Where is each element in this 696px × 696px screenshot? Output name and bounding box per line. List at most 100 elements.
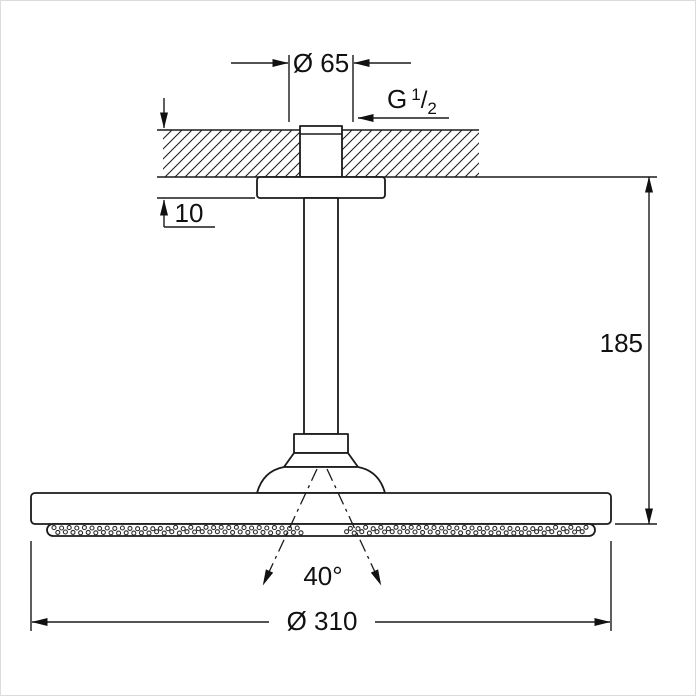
nozzle-dot [385,526,391,532]
nozzle-dot [404,529,410,535]
head-diameter-label: Ø 310 [287,606,358,636]
nozzle-dot [389,529,395,535]
nozzle-dot [127,525,133,531]
nozzle-dot [560,526,566,532]
nozzle-dot [461,525,467,531]
nozzle-dot [207,529,213,535]
nozzle-dot [522,525,528,531]
nozzle-dot [70,529,76,535]
nozzle-dot [507,525,513,531]
connector-flare [283,452,359,468]
nozzle-dot [211,525,217,531]
nozzle-dot [116,530,122,536]
nozzle-dot [503,530,509,536]
spray-angle-line-right [326,468,382,586]
nozzle-dot [78,530,84,536]
nozzle-dot [55,529,61,535]
nozzle-dot [51,525,57,531]
nozzle-dot [469,525,475,531]
nozzle-dot [188,524,194,530]
nozzle-dot [218,524,224,530]
nozzle-dot [108,530,114,536]
nozzle-dot [59,525,65,531]
nozzle-dot [222,529,228,535]
nozzle-dot [431,525,437,531]
nozzle-dot [397,529,403,535]
nozzle-dot [393,524,399,530]
nozzle-dot [442,529,448,535]
nozzle-dot [112,525,118,531]
nozzle-dot [131,530,137,536]
dimension-install-height: 185 [600,176,657,525]
nozzle-dot [344,529,350,535]
nozzle-dot [401,525,407,531]
nozzle-dot [138,530,144,536]
nozzle-dot [515,526,521,532]
nozzle-dot [290,529,296,535]
nozzle-dot [526,530,532,536]
nozzle-dot [583,524,589,530]
nozzle-dot [572,529,578,535]
nozzle-dot [446,525,452,531]
nozzle-dot [135,526,141,532]
nozzle-dot [150,526,156,532]
nozzle-dot [499,525,505,531]
nozzle-dot [233,524,239,530]
nozzle-dot [252,529,258,535]
nozzle-dot [408,524,414,530]
nozzle-dot [119,525,125,531]
escutcheon [256,176,386,199]
nozzle-dot [100,529,106,535]
nozzle-dot [249,525,255,531]
nozzle-dot [439,525,445,531]
nozzle-dot [480,529,486,535]
nozzle-dot [378,524,384,530]
nozzle-dot [230,529,236,535]
nozzle-dot [176,530,182,536]
nozzle-dot [488,530,494,536]
nozzle-dot [374,529,380,535]
nozzle-dot [534,529,540,535]
thread-slash: / [421,87,428,114]
nozzle-dot [473,530,479,536]
nozzle-dot [169,529,175,535]
nozzle-dot [484,525,490,531]
nozzle-dot [142,525,148,531]
nozzle-dots [51,524,589,536]
nozzle-dot [85,529,91,535]
nozzle-dot [556,530,562,536]
nozzle-dot [241,525,247,531]
spray-angle-label: 40° [303,561,342,591]
nozzle-dot [420,529,426,535]
nozzle-dot [81,525,87,531]
nozzle-dot [545,526,551,532]
nozzle-dot [237,529,243,535]
dimension-head-diameter: Ø 310 [30,541,612,636]
nozzle-dot [382,529,388,535]
spray-angle-line-left [262,468,318,586]
nozzle-dot [423,524,429,530]
nozzle-dot [370,526,376,532]
nozzle-dot [199,529,205,535]
nozzle-dot [264,525,270,531]
nozzle-dot [537,525,543,531]
install-height-label: 185 [600,328,643,358]
connector-nut [293,433,349,454]
nozzle-dot [366,530,372,536]
nozzle-dot [465,529,471,535]
rosette-diameter-label: Ø 65 [293,48,349,78]
nozzle-dot [184,529,190,535]
thread-letter: G [387,84,407,114]
nozzle-dot [268,530,274,536]
nozzle-dot [553,524,559,530]
nozzle-dot [245,529,251,535]
nozzle-dot [226,525,232,531]
nozzle-dot [347,525,353,531]
nozzle-dot [541,530,547,536]
nozzle-dot [97,525,103,531]
nozzle-dot [123,530,129,536]
nozzle-dot [104,525,110,531]
nozzle-dot [275,529,281,535]
nozzle-dot [575,526,581,532]
